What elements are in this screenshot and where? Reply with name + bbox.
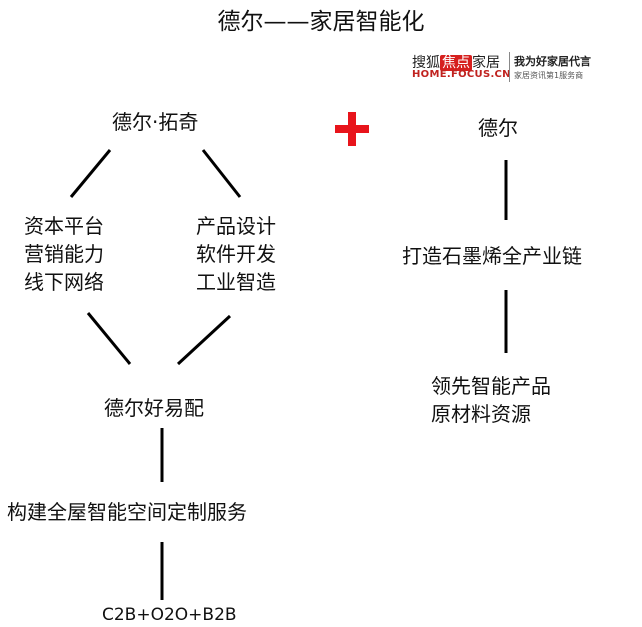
logo-slogan: 我为好家居代言 <box>514 55 591 68</box>
capability-item: 资本平台 <box>24 214 104 238</box>
node-deer: 德尔 <box>478 116 518 140</box>
node-deer-tuoqi: 德尔·拓奇 <box>112 110 199 134</box>
diagram-title: 德尔——家居智能化 <box>217 9 425 35</box>
node-right-capabilities: 产品设计 软件开发 工业智造 <box>196 212 276 296</box>
sohu-focus-logo: 搜狐焦点家居 HOME.FOCUS.CN 我为好家居代言 家居资讯第1服务商 <box>412 50 617 84</box>
node-deer-haoyipei: 德尔好易配 <box>104 396 204 420</box>
capability-item: 产品设计 <box>196 214 276 238</box>
connector-mid-right <box>176 314 232 366</box>
node-business-model: C2B+O2O+B2B <box>102 605 237 625</box>
connector-top-left <box>69 149 112 198</box>
capability-item: 线下网络 <box>24 270 104 294</box>
logo-domain: HOME.FOCUS.CN <box>412 69 511 80</box>
logo-brand-mark: 焦点 <box>440 55 472 71</box>
node-smart-space-service: 构建全屋智能空间定制服务 <box>7 500 247 524</box>
logo-brand-tail: 家居 <box>472 55 500 71</box>
logo-brand: 搜狐 <box>412 55 440 71</box>
plus-icon <box>335 112 369 146</box>
logo-divider <box>509 52 510 82</box>
connector-top-right <box>201 149 242 198</box>
capability-item: 营销能力 <box>24 242 104 266</box>
node-left-capabilities: 资本平台 营销能力 线下网络 <box>24 212 104 296</box>
capability-item: 软件开发 <box>196 242 276 266</box>
connector-mid-left <box>86 312 132 365</box>
product-item: 领先智能产品 <box>431 374 551 398</box>
capability-item: 工业智造 <box>196 270 276 294</box>
product-item: 原材料资源 <box>431 402 531 426</box>
node-graphene-chain: 打造石墨烯全产业链 <box>402 244 582 268</box>
node-products-materials: 领先智能产品 原材料资源 <box>431 372 551 428</box>
logo-tagline: 家居资讯第1服务商 <box>514 71 584 80</box>
